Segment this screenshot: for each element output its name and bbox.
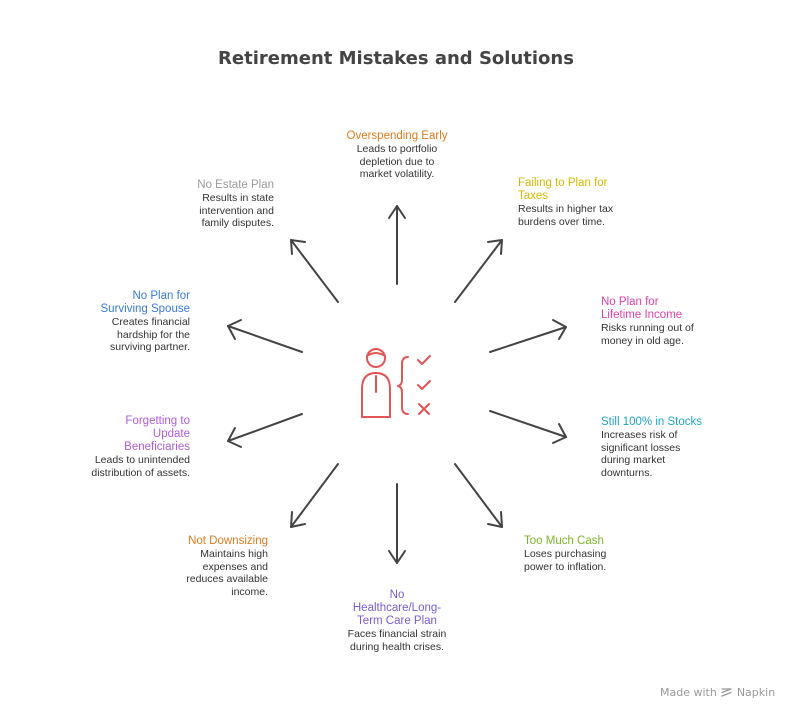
- napkin-logo-icon: [721, 688, 732, 697]
- item-desc-line: Leads to portfolio: [356, 143, 438, 155]
- item-desc-line: Maintains high: [200, 548, 268, 560]
- item-beneficiaries: Forgetting to Update Beneficiaries Leads…: [50, 415, 190, 479]
- item-title: Too Much Cash: [524, 535, 604, 547]
- arrow-cash: [454, 463, 503, 528]
- arrow-estate: [290, 239, 339, 303]
- item-title: Not Downsizing: [188, 535, 268, 547]
- item-title: Failing to Plan for: [518, 177, 608, 189]
- item-desc-line: downturns.: [601, 466, 653, 479]
- item-desc-line: distribution of assets.: [91, 466, 190, 479]
- item-desc-line: surviving partner.: [110, 341, 190, 353]
- item-title: No: [389, 589, 405, 601]
- item-desc-line: burdens over time.: [518, 215, 605, 228]
- item-desc-line: during health crises.: [350, 640, 444, 653]
- item-desc-line: Results in higher tax: [518, 203, 614, 215]
- item-desc-line: depletion due to: [359, 155, 435, 168]
- item-desc-line: hardship for the: [117, 328, 190, 341]
- arrow-downsizing: [290, 463, 339, 528]
- item-desc-line: Increases risk of: [601, 429, 678, 441]
- item-title: Update: [152, 428, 190, 440]
- item-overspending: Overspending Early Leads to portfolio de…: [330, 130, 464, 181]
- napkin-branding[interactable]: Made with Napkin: [660, 686, 775, 699]
- item-spouse: No Plan for Surviving Spouse Creates fin…: [50, 290, 191, 354]
- item-desc-line: money in old age.: [601, 334, 684, 347]
- item-desc-line: intervention and: [199, 204, 274, 217]
- item-title: Beneficiaries: [124, 441, 190, 453]
- item-title: No Plan for: [132, 290, 190, 302]
- item-title: Forgetting to: [125, 415, 190, 427]
- item-title: Healthcare/Long-: [352, 602, 442, 614]
- item-desc-line: Creates financial: [111, 316, 190, 328]
- brand-name: Napkin: [736, 686, 776, 699]
- item-desc-line: Risks running out of: [601, 322, 694, 334]
- item-desc-line: expenses and: [202, 560, 268, 573]
- item-desc-line: market volatility.: [359, 168, 435, 180]
- item-desc-line: Faces financial strain: [347, 628, 447, 640]
- item-desc-line: family disputes.: [201, 217, 274, 229]
- item-downsizing: Not Downsizing Maintains high expenses a…: [130, 535, 268, 598]
- made-with-label: Made with: [660, 686, 717, 699]
- item-title: Taxes: [518, 190, 549, 202]
- item-stocks: Still 100% in Stocks Increases risk of s…: [601, 416, 751, 479]
- item-desc-line: income.: [231, 585, 268, 598]
- item-lifetime: No Plan for Lifetime Income Risks runnin…: [601, 296, 741, 347]
- item-desc-line: Results in state: [202, 192, 274, 204]
- arrow-beneficiaries: [227, 413, 303, 448]
- item-estate: No Estate Plan Results in state interven…: [134, 179, 274, 230]
- arrow-overspending: [388, 205, 406, 285]
- item-desc-line: Loses purchasing: [524, 548, 607, 560]
- arrow-taxes: [454, 239, 503, 303]
- person-checklist-icon: [361, 348, 431, 418]
- item-desc-line: reduces available: [186, 573, 268, 585]
- item-title: Surviving Spouse: [100, 303, 191, 315]
- item-desc-line: during market: [601, 454, 666, 466]
- item-title: Term Care Plan: [357, 615, 437, 627]
- item-taxes: Failing to Plan for Taxes Results in hig…: [518, 177, 658, 228]
- diagram-title: Retirement Mistakes and Solutions: [218, 48, 574, 69]
- arrow-lifetime: [489, 319, 567, 353]
- item-title: No Plan for: [601, 296, 659, 308]
- item-desc-line: power to inflation.: [524, 560, 607, 573]
- item-cash: Too Much Cash Loses purchasing power to …: [524, 535, 664, 573]
- arrow-healthcare: [388, 483, 406, 564]
- item-title: Overspending Early: [346, 130, 448, 142]
- arrow-spouse: [227, 319, 303, 353]
- item-desc-line: significant losses: [601, 441, 681, 454]
- item-title: No Estate Plan: [197, 179, 274, 191]
- arrow-stocks: [489, 410, 567, 444]
- item-healthcare: No Healthcare/Long- Term Care Plan Faces…: [330, 589, 464, 653]
- item-title: Still 100% in Stocks: [601, 416, 702, 428]
- item-title: Lifetime Income: [601, 309, 683, 321]
- item-desc-line: Leads to unintended: [94, 454, 190, 466]
